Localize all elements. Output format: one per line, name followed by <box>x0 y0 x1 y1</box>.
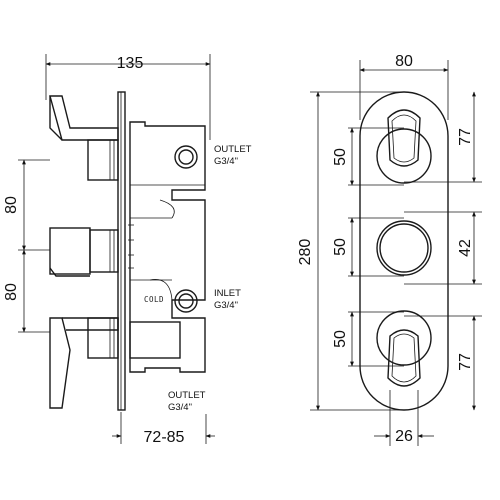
inlet-port <box>174 289 198 313</box>
dim-side-depth: 72-85 <box>112 412 215 446</box>
top-lever-handle <box>49 95 119 181</box>
dim-front-width-label: 80 <box>395 53 413 70</box>
front-middle-knob <box>376 220 432 276</box>
cold-mark: COLD <box>144 295 164 304</box>
outlet-bottom-label-2: G3/4" <box>168 402 192 413</box>
dim-front-bottom: 26 <box>374 390 434 446</box>
outlet-bottom-label-1: OUTLET <box>168 390 206 401</box>
inlet-label-2: G3/4" <box>214 300 238 311</box>
outlet-top-label-1: OUTLET <box>214 144 252 155</box>
side-view: 135 80 80 <box>3 54 252 446</box>
dim-spacing-top-label: 80 <box>3 196 20 214</box>
bottom-lever-handle <box>49 317 119 409</box>
dim-front-width: 80 <box>359 53 449 120</box>
dim-front-right-top-label: 77 <box>457 128 474 146</box>
dim-front-right-bottom-label: 77 <box>457 353 474 371</box>
dim-front-height-label: 280 <box>297 239 314 266</box>
inlet-label-1: INLET <box>214 288 241 299</box>
dim-front-bottom-label: 26 <box>395 428 413 445</box>
dim-front-right-mid-label: 42 <box>457 239 474 257</box>
dim-front-left: 50 50 50 <box>332 127 404 367</box>
front-plate <box>359 91 449 411</box>
dim-front-left-bottom-label: 50 <box>332 330 349 348</box>
valve-body <box>128 121 206 373</box>
dim-side-width-label: 135 <box>117 55 144 72</box>
front-view: 80 280 <box>297 53 482 446</box>
dim-side-spacing: 80 80 <box>3 159 50 333</box>
dim-front-height: 280 <box>297 91 404 411</box>
outlet-top-port <box>174 145 198 169</box>
cover-plate <box>117 91 126 411</box>
dim-side-depth-label: 72-85 <box>144 429 185 446</box>
front-bottom-lever <box>376 310 432 387</box>
dim-front-left-top-label: 50 <box>332 148 349 166</box>
middle-knob <box>49 227 119 277</box>
dim-side-width: 135 <box>45 54 211 140</box>
dim-front-left-mid-label: 50 <box>332 238 349 256</box>
outlet-top-label-2: G3/4" <box>214 156 238 167</box>
dim-front-right: 77 42 77 <box>404 91 482 411</box>
dim-spacing-bottom-label: 80 <box>3 283 20 301</box>
front-top-lever <box>376 109 432 184</box>
